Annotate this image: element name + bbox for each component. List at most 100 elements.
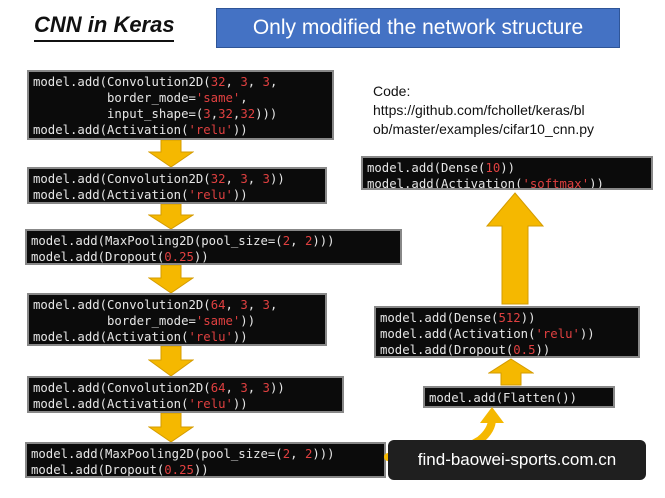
down-arrow-icon	[148, 413, 194, 442]
code-token: model.add(Activation(	[33, 330, 189, 344]
code-token: model.add(Activation(	[33, 397, 189, 411]
code-line: border_mode='same',	[33, 90, 328, 106]
code-token: ,	[269, 75, 278, 89]
code-token: )))	[312, 234, 335, 248]
code-token: 0.5	[513, 343, 536, 357]
code-token: model.add(Convolution2D(	[33, 298, 211, 312]
code-token: ,	[225, 172, 241, 186]
code-note: Code: https://github.com/fchollet/keras/…	[373, 82, 653, 139]
code-token: model.add(Dense(	[380, 311, 499, 325]
code-token: ,	[247, 172, 263, 186]
code-token: 'relu'	[188, 397, 233, 411]
code-token: )))	[255, 107, 278, 121]
code-token: ))	[232, 397, 248, 411]
code-token: model.add(Flatten())	[429, 391, 578, 405]
code-token: ,	[232, 107, 241, 121]
code-token: border_mode=	[33, 314, 196, 328]
code-token: 'relu'	[188, 123, 233, 137]
code-token: ))	[232, 188, 248, 202]
code-token: 32	[218, 107, 233, 121]
watermark: find-baowei-sports.com.cn	[388, 440, 646, 480]
code-token: ))	[232, 330, 248, 344]
code-token: 'relu'	[188, 188, 233, 202]
code-token: 0.25	[164, 463, 194, 477]
code-token: model.add(Dropout(	[31, 463, 165, 477]
code-block-conv4: model.add(Convolution2D(64, 3, 3))model.…	[27, 376, 344, 413]
code-line: model.add(Activation('relu'))	[33, 396, 338, 411]
banner: Only modified the network structure	[216, 8, 620, 48]
code-token: ,	[290, 447, 305, 461]
slide-title: CNN in Keras	[34, 12, 175, 37]
code-token: model.add(MaxPooling2D(pool_size=(	[31, 234, 283, 248]
code-token: model.add(Convolution2D(	[33, 381, 211, 395]
down-arrow-icon	[148, 140, 194, 167]
code-line: model.add(Flatten())	[429, 390, 609, 406]
code-line: model.add(Convolution2D(32, 3, 3,	[33, 74, 328, 90]
code-token: 3	[262, 298, 270, 312]
arrow-shape	[148, 265, 194, 293]
code-token: 3	[240, 172, 248, 186]
code-block-conv2: model.add(Convolution2D(32, 3, 3))model.…	[27, 167, 327, 204]
code-token: model.add(Dropout(	[380, 343, 514, 357]
code-token: 3	[203, 107, 211, 121]
down-arrow-icon	[148, 265, 194, 293]
code-token: ,	[225, 75, 241, 89]
code-token: 2	[282, 234, 291, 248]
up-arrow-icon	[488, 358, 534, 386]
code-token: border_mode=	[33, 91, 196, 105]
code-token: ))	[232, 123, 248, 137]
arrow-shape	[148, 346, 194, 376]
code-line: model.add(Dropout(0.25))	[31, 249, 396, 263]
code-token: model.add(Dense(	[367, 161, 486, 175]
code-token: 3	[240, 298, 248, 312]
code-token: 64	[210, 298, 226, 312]
code-token: 3	[262, 172, 270, 186]
code-token: 3	[262, 75, 270, 89]
code-token: ,	[247, 381, 263, 395]
code-url-line-1[interactable]: https://github.com/fchollet/keras/bl	[373, 102, 585, 118]
code-line: model.add(Convolution2D(32, 3, 3))	[33, 171, 321, 187]
code-token: 3	[262, 381, 270, 395]
code-token: model.add(Convolution2D(	[33, 172, 211, 186]
code-label: Code:	[373, 83, 411, 99]
code-token: model.add(MaxPooling2D(pool_size=(	[31, 447, 283, 461]
code-block-conv3: model.add(Convolution2D(64, 3, 3, border…	[27, 293, 327, 346]
code-token: model.add(Activation(	[380, 327, 536, 341]
code-block-dense-hidden: model.add(Dense(512))model.add(Activatio…	[374, 306, 640, 358]
code-line: model.add(Convolution2D(64, 3, 3))	[33, 380, 338, 396]
code-block-dense-out: model.add(Dense(10))model.add(Activation…	[361, 156, 653, 190]
code-token: model.add(Convolution2D(	[33, 75, 211, 89]
arrow-shape	[488, 358, 534, 386]
down-arrow-icon	[148, 346, 194, 376]
up-arrow-icon	[485, 192, 545, 305]
code-block-pool2: model.add(MaxPooling2D(pool_size=(2, 2))…	[25, 442, 386, 478]
code-token: ))	[535, 343, 551, 357]
arrow-shape	[485, 192, 545, 305]
code-token: ,	[247, 298, 263, 312]
code-token: ))	[500, 161, 516, 175]
code-token: 32	[210, 75, 226, 89]
code-token: ))	[269, 172, 285, 186]
code-line: input_shape=(3,32,32)))	[33, 106, 328, 122]
code-url-line-2[interactable]: ob/master/examples/cifar10_cnn.py	[373, 121, 594, 137]
code-token: model.add(Activation(	[33, 188, 189, 202]
code-token: ,	[290, 234, 305, 248]
code-block-flatten: model.add(Flatten())	[423, 386, 615, 408]
code-block-conv1: model.add(Convolution2D(32, 3, 3, border…	[27, 70, 334, 140]
code-token: 'same'	[195, 314, 241, 328]
code-token: 2	[282, 447, 291, 461]
code-token: ,	[269, 298, 278, 312]
code-token: ,	[225, 298, 241, 312]
code-token: 'same'	[195, 91, 241, 105]
code-token: 'relu'	[535, 327, 580, 341]
code-token: 'softmax'	[522, 177, 590, 190]
code-line: model.add(Dense(512))	[380, 310, 634, 326]
code-token: input_shape=(	[33, 107, 204, 121]
code-token: 64	[210, 381, 226, 395]
code-token: ,	[225, 381, 241, 395]
code-token: )))	[312, 447, 335, 461]
arrow-shape	[148, 413, 194, 442]
code-line: model.add(Activation('relu'))	[33, 187, 321, 202]
code-token: ))	[520, 311, 536, 325]
code-line: model.add(Activation('relu'))	[33, 329, 321, 344]
